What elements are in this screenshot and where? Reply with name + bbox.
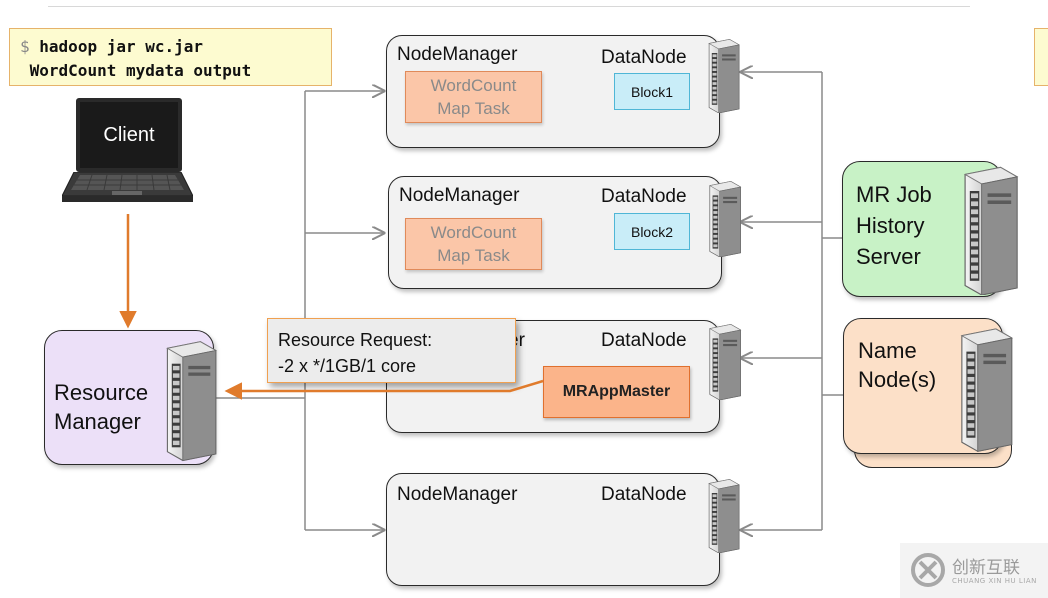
rm-label-line-2: Manager <box>54 409 141 434</box>
nodemanager-label-1: NodeManager <box>397 44 518 65</box>
watermark-logo-icon <box>911 553 945 587</box>
namenode-label: Name Node(s) <box>858 336 936 394</box>
history-label-line-3: Server <box>856 244 921 269</box>
resource-manager-label: Resource Manager <box>54 378 148 436</box>
rm-label-line-1: Resource <box>54 380 149 405</box>
map-task-1-line-1: WordCount <box>430 76 517 95</box>
datanode-label-2: DataNode <box>601 186 687 207</box>
server-icon-rm <box>152 336 218 464</box>
command-line-2: WordCount mydata output <box>29 61 252 80</box>
node-box-4 <box>386 473 720 586</box>
server-icon-node3 <box>699 323 743 401</box>
command-line-1: hadoop jar wc.jar <box>39 37 204 56</box>
client-label: Client <box>103 123 155 146</box>
server-icon-node1 <box>698 38 742 114</box>
callout-line-2: -2 x */1GB/1 core <box>278 356 417 376</box>
datanode-label-3: DataNode <box>601 330 687 351</box>
nodemanager-label-2: NodeManager <box>399 185 520 206</box>
history-label-line-1: MR Job <box>856 182 932 207</box>
laptop-screen: Client <box>76 98 182 172</box>
watermark-subtext: CHUANG XIN HU LIAN <box>952 577 1037 585</box>
command-box-edge <box>1034 28 1048 86</box>
block-2: Block2 <box>614 213 690 250</box>
map-task-1-line-2: Map Task <box>437 99 510 118</box>
watermark-text: 创新互联 <box>952 558 1020 578</box>
namenode-label-line-2: Node(s) <box>858 367 937 392</box>
block-1: Block1 <box>614 73 690 110</box>
watermark <box>900 543 1048 598</box>
map-task-2-line-2: Map Task <box>437 246 510 265</box>
nodemanager-label-4: NodeManager <box>397 484 518 505</box>
laptop-keyboard-icon <box>62 172 193 202</box>
prompt-symbol: $ <box>20 37 30 56</box>
history-label-line-2: History <box>856 213 925 238</box>
map-task-2-line-1: WordCount <box>430 223 517 242</box>
map-task-1: WordCount Map Task <box>405 71 542 123</box>
resource-request-callout: Resource Request: -2 x */1GB/1 core <box>267 318 516 383</box>
server-icon-node2 <box>700 180 742 258</box>
server-icon-history <box>947 165 1021 296</box>
datanode-label-1: DataNode <box>601 47 687 68</box>
map-task-2: WordCount Map Task <box>405 218 542 270</box>
mr-app-master: MRAppMaster <box>543 366 690 418</box>
datanode-label-4: DataNode <box>601 484 687 505</box>
callout-line-1: Resource Request: <box>278 330 433 350</box>
server-icon-namenode <box>946 320 1014 458</box>
server-icon-node4 <box>697 478 743 554</box>
top-divider <box>48 6 970 7</box>
command-box: $ hadoop jar wc.jar WordCount mydata out… <box>9 28 332 86</box>
namenode-label-line-1: Name <box>858 338 917 363</box>
history-server-label: MR Job History Server <box>856 179 932 272</box>
